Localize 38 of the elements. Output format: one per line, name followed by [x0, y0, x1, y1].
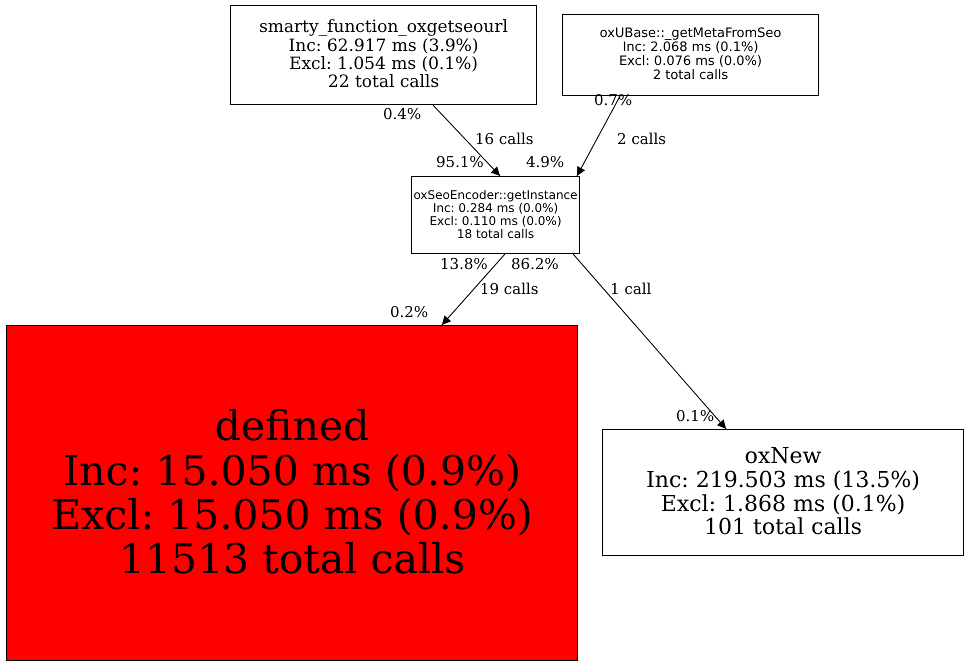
function-name: defined — [214, 404, 370, 449]
call-arrow — [572, 254, 727, 430]
percentage-label: 4.9% — [526, 154, 564, 170]
function-name: smarty_function_oxgetseourl — [259, 18, 508, 37]
percentage-label: 86.2% — [511, 256, 559, 272]
call-stat: Inc: 0.284 ms (0.0%) — [432, 202, 558, 215]
call-stat: 18 total calls — [456, 228, 534, 241]
call-stat: Excl: 0.110 ms (0.0%) — [429, 215, 562, 228]
edge-label: 19 calls — [480, 281, 538, 298]
function-node — [411, 176, 580, 254]
call-stat: Excl: 15.050 ms (0.9%) — [51, 493, 533, 538]
call-stat: 22 total calls — [328, 73, 440, 92]
function-node — [230, 5, 537, 105]
call-stat: 101 total calls — [704, 516, 862, 540]
percentage-label: 13.8% — [440, 256, 488, 272]
call-stat: Excl: 0.076 ms (0.0%) — [618, 55, 762, 69]
call-stat: Inc: 2.068 ms (0.1%) — [622, 40, 758, 55]
percentage-label: 0.1% — [676, 408, 714, 424]
hotspot-function-node — [6, 325, 578, 661]
call-stat: Excl: 1.054 ms (0.1%) — [289, 55, 478, 74]
call-stat: Inc: 219.503 ms (13.5%) — [646, 468, 920, 492]
call-stat: Excl: 1.868 ms (0.1%) — [660, 492, 906, 516]
percentage-label: 95.1% — [436, 154, 484, 170]
call-arrow — [432, 104, 501, 176]
percentage-label: 0.2% — [390, 304, 428, 320]
call-stat: Inc: 15.050 ms (0.9%) — [62, 448, 521, 493]
percentage-label: 0.4% — [383, 106, 422, 122]
function-node — [602, 429, 964, 556]
function-name: oxNew — [744, 445, 822, 469]
edge-label: 16 calls — [474, 131, 534, 148]
edge-label: 1 call — [610, 281, 652, 298]
function-name: oxSeoEncoder::getInstance — [413, 189, 578, 202]
edge-label: 2 calls — [617, 131, 666, 148]
function-name: oxUBase::_getMetaFromSeo — [600, 26, 782, 41]
call-arrow — [441, 254, 506, 326]
call-stat: 2 total calls — [652, 69, 728, 84]
call-stat: 11513 total calls — [118, 537, 466, 582]
call-stat: Inc: 62.917 ms (3.9%) — [288, 36, 478, 55]
